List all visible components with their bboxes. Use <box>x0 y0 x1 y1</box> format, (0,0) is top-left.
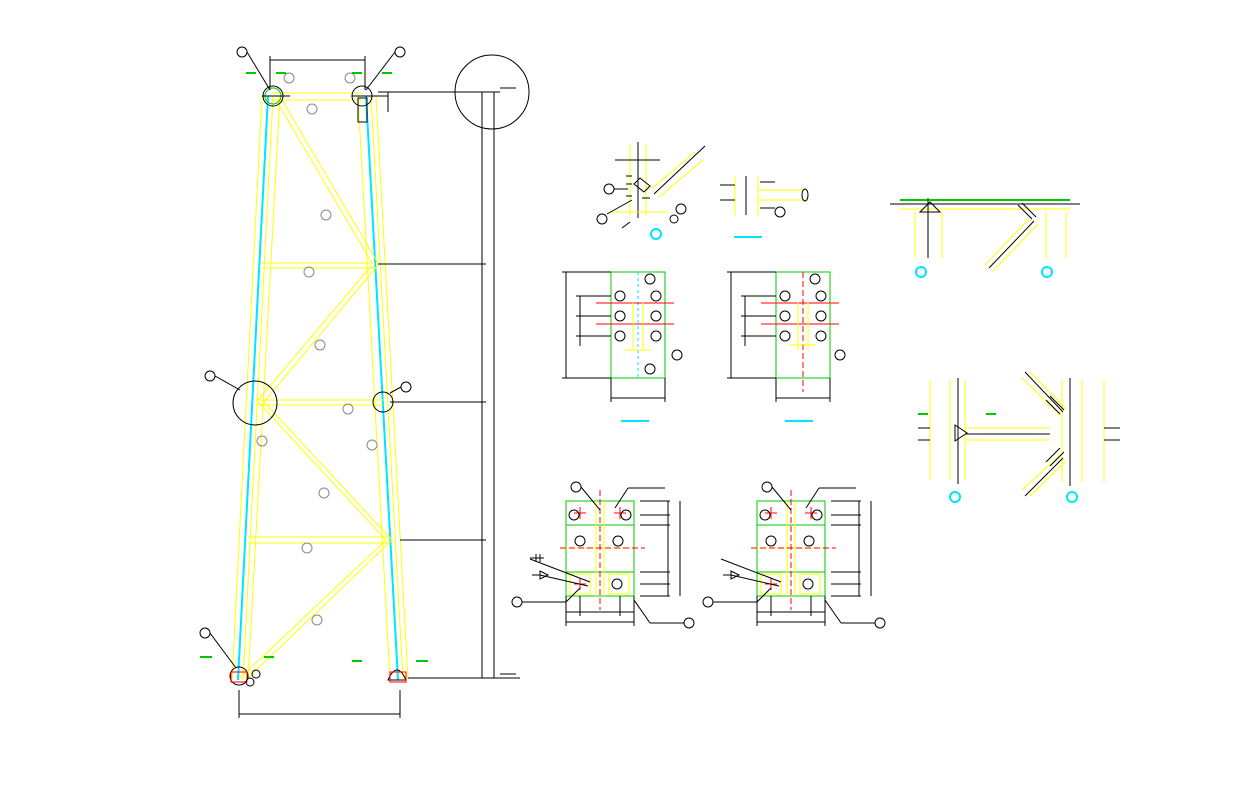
top-width-dimension <box>269 56 366 90</box>
balloon-callout-icon <box>702 596 714 608</box>
diagonal-braces <box>239 99 393 681</box>
member-marks <box>256 72 378 626</box>
splice-plate-elevation-1 <box>562 271 683 422</box>
balloon-callout-icon <box>874 617 886 629</box>
bolt-hole-icon <box>779 330 791 342</box>
right-chord <box>357 95 409 681</box>
balloon-callout-icon <box>199 627 211 639</box>
bolt-hole-icon <box>614 290 626 302</box>
horizontal-struts <box>248 262 390 544</box>
truss-elevation <box>199 46 530 718</box>
connection-detail-top-right <box>890 198 1080 278</box>
bolt-hole-icon <box>612 535 624 547</box>
splice-plate-elevation-2 <box>727 271 846 422</box>
top-chord <box>272 92 362 101</box>
bolt-hole-icon <box>765 535 777 547</box>
balloon-callout-icon <box>236 46 248 58</box>
balloon-callout-icon <box>761 481 773 493</box>
bolt-hole-icon <box>759 509 771 521</box>
balloon-callout-icon <box>394 46 406 58</box>
balloon-callout-icon <box>603 183 615 195</box>
balloon-callouts <box>199 46 412 669</box>
balloon-callout-icon <box>683 617 695 629</box>
balloon-callout-icon <box>511 596 523 608</box>
detail-tag <box>1066 491 1078 503</box>
bolt-hole-icon <box>779 290 791 302</box>
bolt-hole-icon <box>815 290 827 302</box>
bolt-hole-icon <box>650 290 662 302</box>
top-nodes <box>262 85 388 123</box>
balloon-callout-icon <box>669 214 679 224</box>
bolt-hole-icon <box>802 578 814 590</box>
balloon-callout-icon <box>675 203 687 215</box>
bottom-width-dimension <box>238 690 401 718</box>
balloon-callout-icon <box>596 213 608 225</box>
balloon-callout-icon <box>204 370 216 382</box>
balloon-callout-icon <box>774 206 786 218</box>
bolt-hole-icon <box>611 578 623 590</box>
bolt-hole-icon <box>620 509 632 521</box>
balloon-callout-icon <box>644 273 656 285</box>
bolt-hole-icon <box>803 535 815 547</box>
bolt-hole-icon <box>614 330 626 342</box>
bolt-hole-icon <box>815 310 827 322</box>
detail-circle-icon <box>232 380 278 426</box>
connection-detail-top-left <box>596 142 706 240</box>
bolt-hole-icon <box>568 509 580 521</box>
bolt-hole-icon <box>779 310 791 322</box>
detail-tag <box>650 228 662 240</box>
bolt-hole-icon <box>574 535 586 547</box>
balloon-callout-icon <box>809 273 821 285</box>
bolt-hole-icon <box>650 310 662 322</box>
detail-tag <box>915 266 927 278</box>
left-chord <box>231 95 281 681</box>
base-plate-detail-2 <box>702 481 886 629</box>
detail-tag <box>1041 266 1053 278</box>
bolt-hole-icon <box>811 509 823 521</box>
balloon-callout-icon <box>671 349 683 361</box>
base-nodes <box>229 666 407 687</box>
balloon-callout-icon <box>570 481 582 493</box>
balloon-callout-icon <box>644 363 656 375</box>
label-dashes <box>200 72 428 662</box>
bolt-hole-icon <box>650 330 662 342</box>
balloon-callout-icon <box>400 381 412 393</box>
height-dimensions <box>378 54 530 679</box>
detail-tag <box>949 491 961 503</box>
connection-detail-top-middle <box>720 176 809 238</box>
bolt-hole-icon <box>815 330 827 342</box>
balloon-callout-icon <box>834 349 846 361</box>
bolt-hole-icon <box>614 310 626 322</box>
connection-detail-mid-right <box>918 371 1120 503</box>
base-plate-detail-1 <box>511 481 695 629</box>
